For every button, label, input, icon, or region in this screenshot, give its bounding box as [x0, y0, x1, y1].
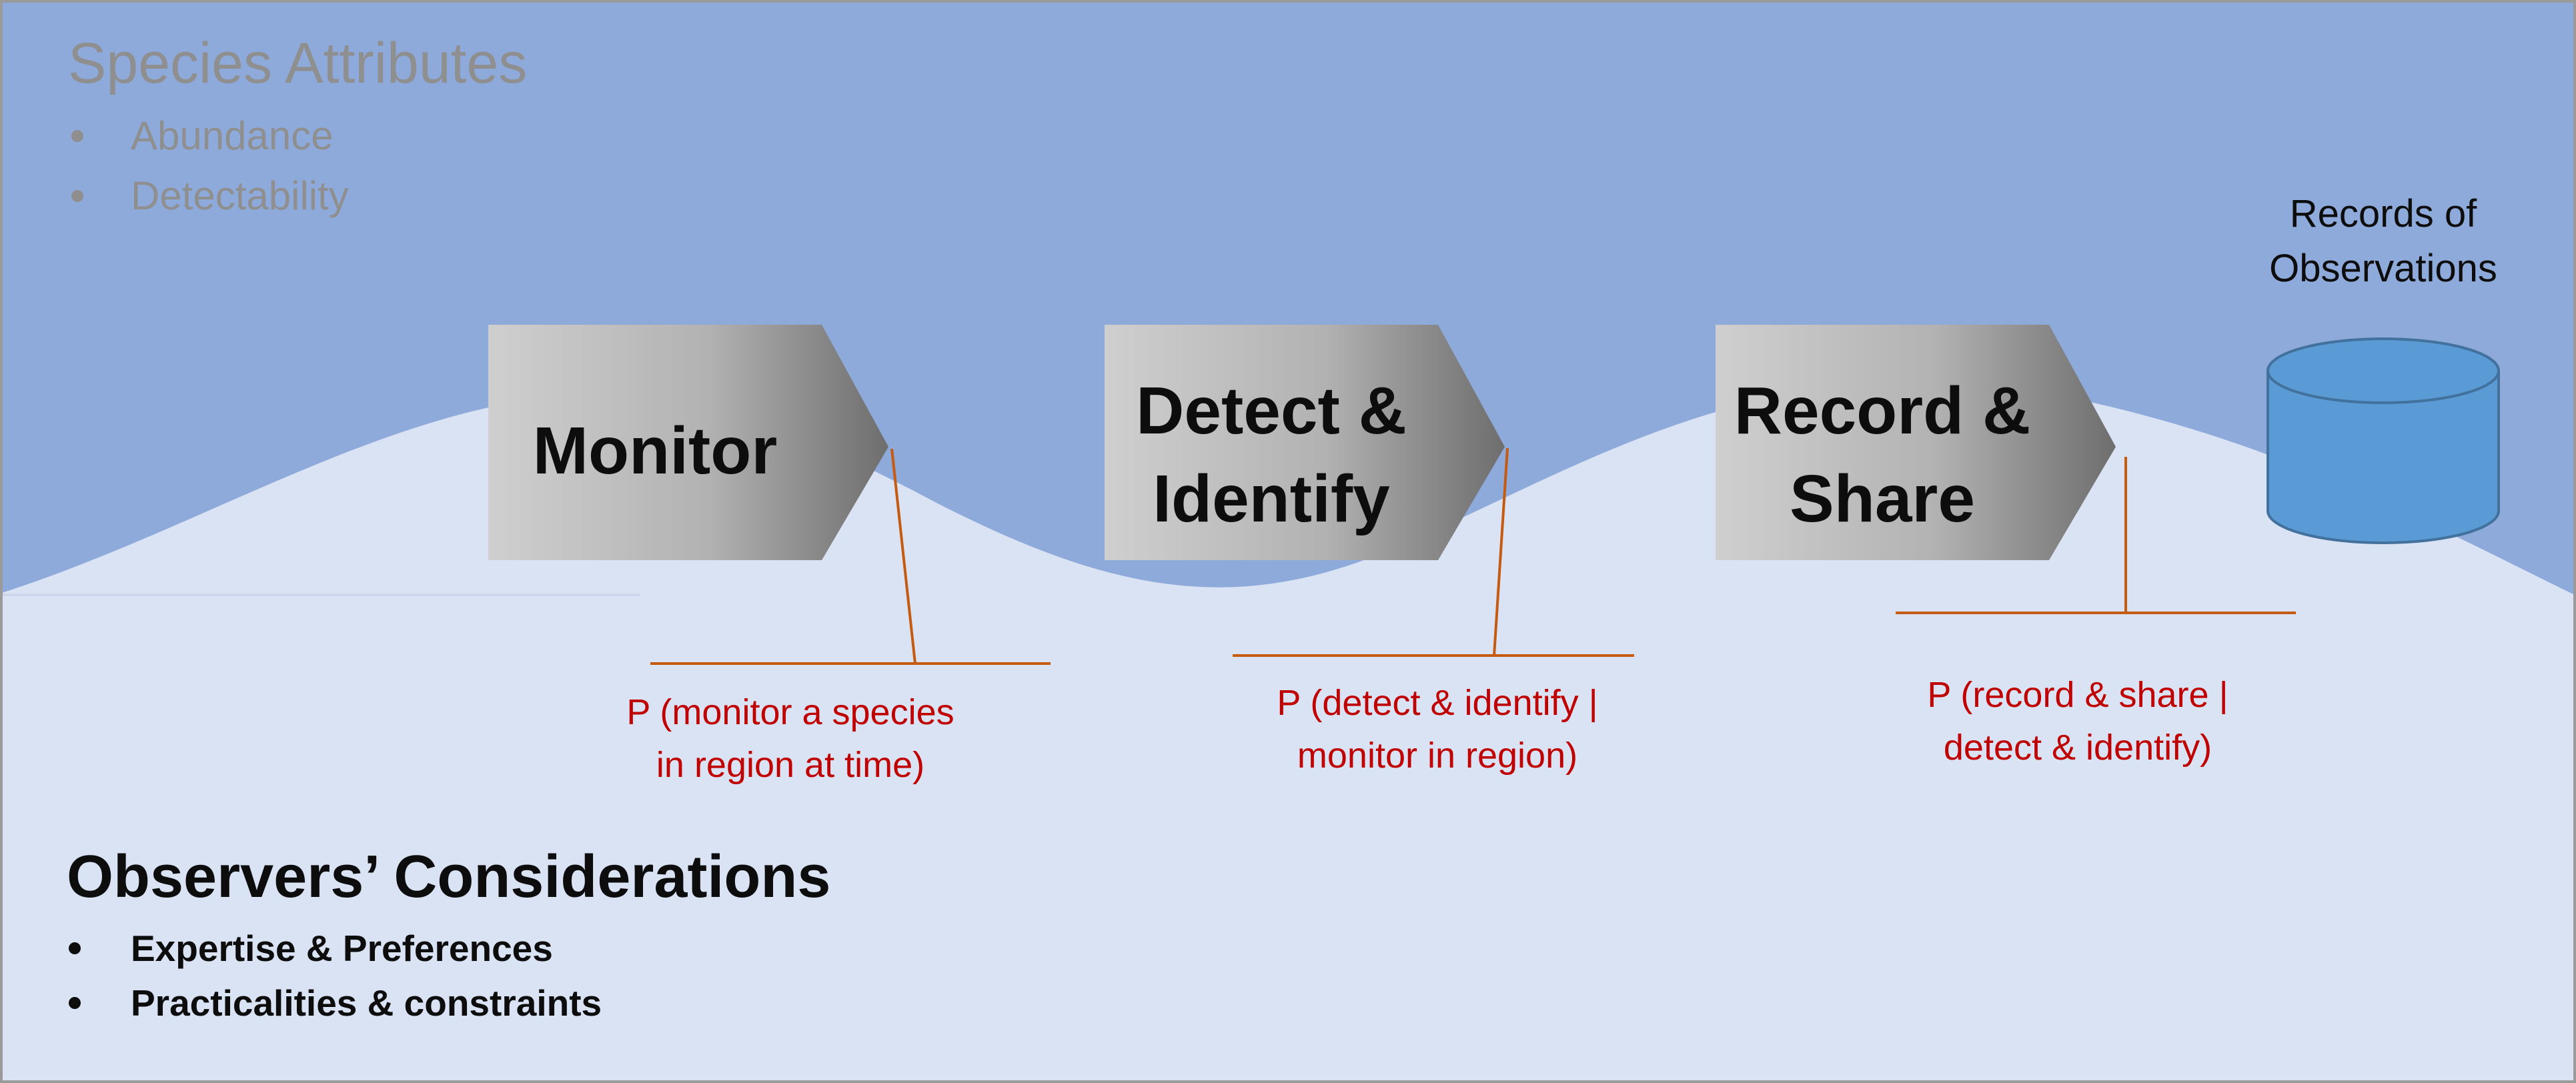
- monitor-leader-line: [890, 448, 916, 664]
- observers-bullet-dot: [69, 997, 81, 1009]
- record-share-label-line1: Record &: [1734, 373, 2031, 448]
- detect-identify-label-line2: Identify: [1153, 461, 1390, 536]
- observers-considerations-title: Observers’ Considerations: [67, 844, 830, 910]
- record-probability-line2: detect & identify): [1944, 728, 2212, 768]
- species-bullet-dot: [71, 130, 83, 142]
- monitor-probability-line1: P (monitor a species: [626, 692, 954, 732]
- detect-probability-line1: P (detect & identify |: [1277, 683, 1597, 723]
- records-label-line1: Records of: [2290, 192, 2477, 235]
- detect-identify-arrow: [1105, 325, 1505, 560]
- species-bullet-abundance: Abundance: [131, 113, 334, 158]
- record-probability-line1: P (record & share |: [1927, 675, 2228, 715]
- observers-bullet-expertise: Expertise & Preferences: [131, 928, 553, 969]
- monitor-label: Monitor: [533, 413, 778, 488]
- observers-bullet-dot: [69, 942, 81, 954]
- database-cylinder-icon: [2267, 337, 2500, 544]
- species-bullet-dot: [71, 190, 83, 202]
- detect-leader-line: [1493, 447, 1509, 656]
- species-bullet-detectability: Detectability: [131, 173, 349, 218]
- species-attributes-title: Species Attributes: [68, 31, 527, 95]
- monitor-probability-line2: in region at time): [656, 745, 924, 785]
- detect-identify-label-line1: Detect &: [1136, 373, 1407, 448]
- record-share-label-line2: Share: [1790, 461, 1975, 536]
- records-label-line2: Observations: [2269, 247, 2497, 290]
- monitor-arrow: [488, 325, 888, 560]
- observers-bullet-practicalities: Practicalities & constraints: [131, 982, 602, 1024]
- record-share-arrow: [1716, 325, 2116, 560]
- detect-probability-line2: monitor in region): [1297, 736, 1577, 776]
